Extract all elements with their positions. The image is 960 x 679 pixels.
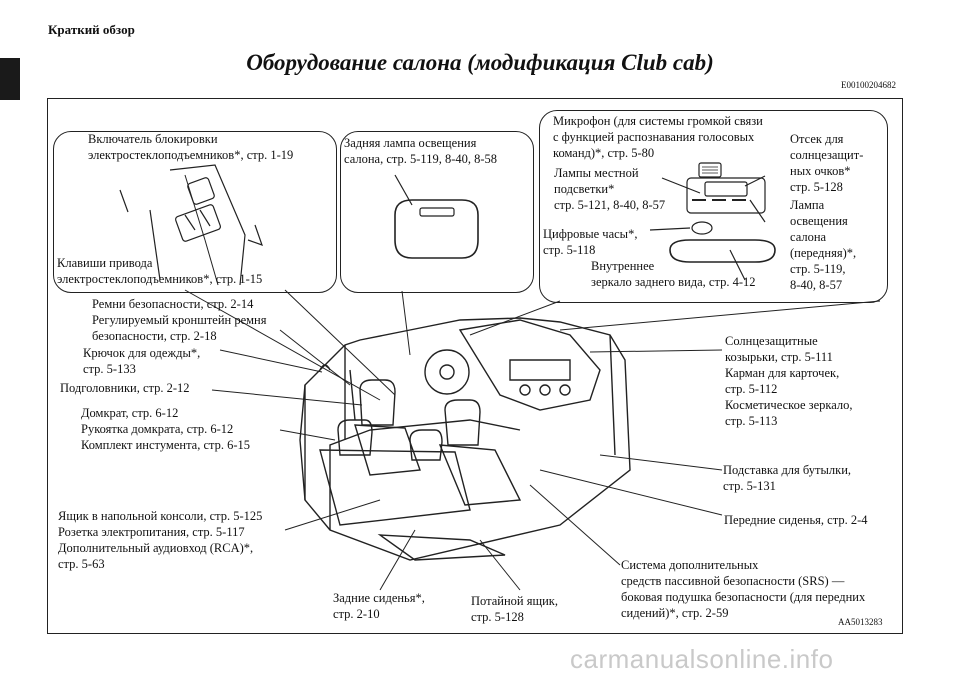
overhead-console-art	[649, 162, 776, 281]
label-headrests: Подголовники, стр. 2-12	[60, 381, 190, 395]
label-rear-lamp: Задняя лампа освещения салона, стр. 5-11…	[344, 136, 498, 166]
illustration-frame	[47, 98, 903, 634]
watermark: carmanualsonline.info	[570, 644, 834, 674]
label-hidden-box: Потайной ящик, стр. 5-128	[471, 594, 558, 624]
label-belts: Ремни безопасности, стр. 2-14 Регулируем…	[92, 297, 267, 343]
label-mirror: Внутреннее зеркало заднего вида, стр. 4-…	[591, 259, 756, 289]
label-bottle: Подставка для бутылки, стр. 5-131	[723, 463, 852, 493]
label-window-keys: Клавиши привода электростеклоподъемников…	[57, 256, 263, 286]
label-lock-switch: Включатель блокировки электростеклоподъе…	[88, 132, 294, 162]
inset-rear-lamp	[340, 131, 534, 293]
document-id: E00100204682	[841, 80, 896, 90]
label-front-lamp: Лампа освещения салона (передняя)*, стр.…	[790, 198, 857, 292]
label-hook: Крючок для одежды*, стр. 5-133	[83, 346, 201, 376]
chapter-tab	[0, 58, 20, 100]
label-rear-seats: Задние сиденья*, стр. 2-10	[333, 591, 425, 621]
label-console: Ящик в напольной консоли, стр. 5-125 Роз…	[58, 509, 263, 571]
label-jack: Домкрат, стр. 6-12 Рукоятка домкрата, ст…	[81, 406, 251, 452]
rear-lamp-art	[394, 174, 479, 259]
section-title: Краткий обзор	[48, 22, 135, 37]
cab-outline	[299, 317, 631, 561]
label-front-seats: Передние сиденья, стр. 2-4	[724, 513, 868, 527]
label-glasses: Отсек для солнцезащит- ных очков* стр. 5…	[790, 132, 864, 194]
inset-window-switches	[53, 131, 337, 293]
label-microphone: Микрофон (для системы громкой связи с фу…	[553, 114, 763, 160]
page-title: Оборудование салона (модификация Club ca…	[246, 50, 714, 75]
figure-id: AA5013283	[838, 617, 883, 627]
label-clock: Цифровые часы*, стр. 5-118	[543, 227, 638, 257]
inset-overhead-console	[539, 110, 888, 303]
label-srs: Система дополнительных средств пассивной…	[621, 558, 866, 620]
window-switch-art	[119, 164, 263, 286]
label-sunvisors: Солнцезащитные козырьки, стр. 5-111 Карм…	[725, 334, 853, 428]
label-map-lamps: Лампы местной подсветки* стр. 5-121, 8-4…	[554, 166, 666, 212]
